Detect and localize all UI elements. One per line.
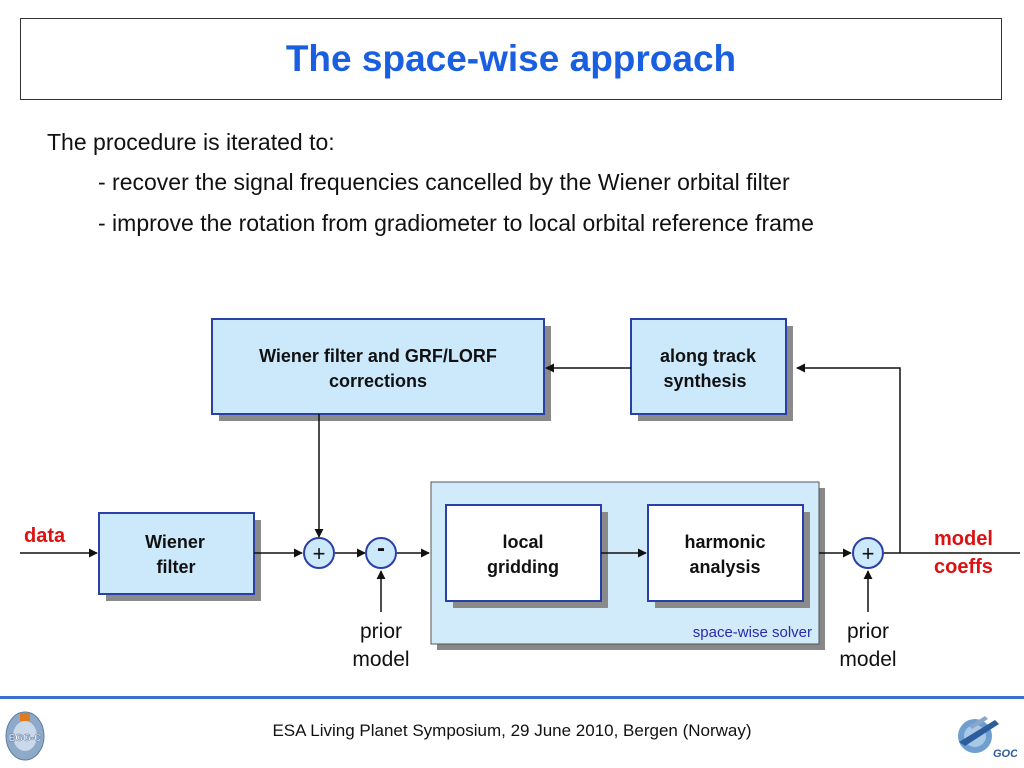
wiener-filter-label-1: Wiener (145, 532, 205, 552)
along-track-label-1: along track (660, 346, 757, 366)
page-title: The space-wise approach (285, 38, 737, 79)
egg-c-logo: EGG-C (5, 711, 45, 761)
harmonic-analysis-label-1: harmonic (684, 532, 765, 552)
bullet-2: - improve the rotation from gradiometer … (98, 210, 814, 236)
local-gridding-box: local gridding (445, 504, 608, 608)
plus-sign-1: + (313, 541, 326, 566)
goce-logo-text: GOCE (993, 748, 1017, 760)
arrow-feedback-to-along-track (796, 363, 901, 553)
along-track-box: along track synthesis (630, 318, 793, 421)
plus-junction-1: + (303, 537, 335, 569)
bullet-1: - recover the signal frequencies cancell… (98, 169, 790, 195)
wiener-grf-label-2: corrections (329, 371, 427, 391)
prior-model-2-line1: prior (847, 620, 889, 643)
plus-junction-2: + (852, 537, 884, 569)
wiener-filter-label-2: filter (156, 557, 195, 577)
solver-label: space-wise solver (693, 624, 812, 641)
wiener-filter-box: Wiener filter (98, 512, 261, 601)
flow-diagram: Wiener filter and GRF/LORF corrections a… (20, 318, 1020, 671)
egg-c-logo-text: EGG-C (9, 733, 42, 744)
wiener-grf-box: Wiener filter and GRF/LORF corrections (211, 318, 551, 421)
local-gridding-label-2: gridding (487, 557, 559, 577)
data-label: data (24, 525, 66, 547)
footer-divider (0, 696, 1024, 699)
prior-model-2-line2: model (839, 648, 896, 671)
prior-model-1-line1: prior (360, 620, 402, 643)
local-gridding-label-1: local (502, 532, 543, 552)
minus-junction: - (365, 535, 397, 569)
intro-text: The procedure is iterated to: (47, 129, 335, 155)
model-label: model (934, 528, 993, 550)
wiener-grf-label-1: Wiener filter and GRF/LORF (259, 346, 497, 366)
prior-model-1-line2: model (352, 648, 409, 671)
connectors (20, 363, 1020, 612)
coeffs-label: coeffs (934, 556, 993, 578)
goce-logo: GOCE (958, 716, 1017, 760)
footer-text: ESA Living Planet Symposium, 29 June 201… (272, 721, 752, 740)
minus-sign: - (377, 535, 385, 562)
plus-sign-2: + (862, 541, 875, 566)
harmonic-analysis-label-2: analysis (689, 557, 760, 577)
harmonic-analysis-box: harmonic analysis (647, 504, 810, 608)
title-box: The space-wise approach (20, 18, 1002, 100)
along-track-label-2: synthesis (663, 371, 746, 391)
